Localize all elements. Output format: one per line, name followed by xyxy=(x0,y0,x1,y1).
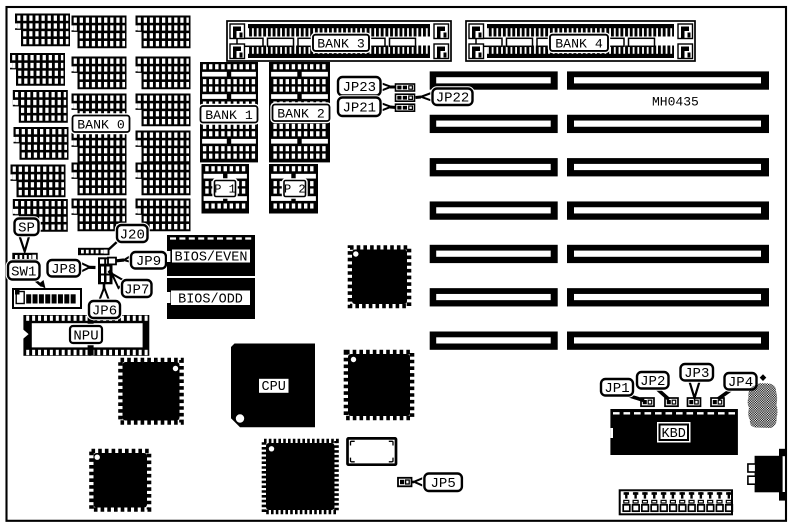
svg-text:BANK 3: BANK 3 xyxy=(317,36,365,51)
svg-text:KBD: KBD xyxy=(662,427,686,442)
svg-text:JP4: JP4 xyxy=(728,375,753,391)
svg-text:JP3: JP3 xyxy=(684,366,709,382)
svg-text:JP7: JP7 xyxy=(124,282,149,298)
svg-text:JP5: JP5 xyxy=(431,476,456,492)
svg-text:JP8: JP8 xyxy=(51,262,76,278)
svg-text:BANK 0: BANK 0 xyxy=(77,117,125,132)
svg-text:P 2: P 2 xyxy=(284,183,306,197)
svg-text:JP1: JP1 xyxy=(604,381,629,397)
svg-text:JP6: JP6 xyxy=(92,303,117,319)
svg-text:BANK 2: BANK 2 xyxy=(277,106,324,121)
svg-text:JP22: JP22 xyxy=(436,91,470,107)
svg-text:BIOS/EVEN: BIOS/EVEN xyxy=(175,250,248,265)
svg-text:J20: J20 xyxy=(120,227,145,243)
svg-text:BIOS/ODD: BIOS/ODD xyxy=(178,292,243,307)
svg-text:P 1: P 1 xyxy=(214,183,236,197)
svg-text:BANK 1: BANK 1 xyxy=(205,108,253,123)
svg-text:SP: SP xyxy=(18,221,35,237)
svg-text:BANK 4: BANK 4 xyxy=(555,36,603,51)
svg-text:JP2: JP2 xyxy=(640,374,665,390)
svg-text:JP23: JP23 xyxy=(342,80,376,96)
svg-text:MH0435: MH0435 xyxy=(652,95,699,110)
svg-text:JP9: JP9 xyxy=(136,254,161,270)
svg-text:CPU: CPU xyxy=(262,380,286,395)
svg-text:NPU: NPU xyxy=(73,328,98,344)
svg-text:SW1: SW1 xyxy=(11,264,36,280)
svg-text:JP21: JP21 xyxy=(342,101,376,117)
